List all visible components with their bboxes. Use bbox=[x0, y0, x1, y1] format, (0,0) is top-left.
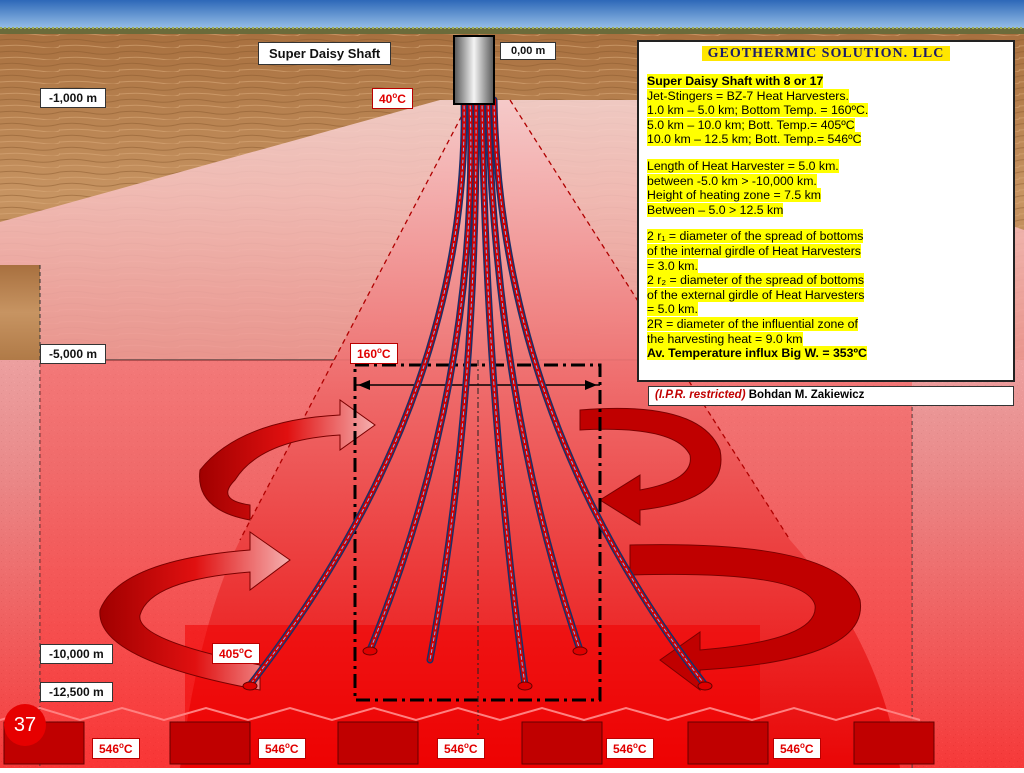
company-name: GEOTHERMIC SOLUTION. LLC bbox=[647, 46, 1005, 62]
info-line: 2 r₁ = diameter of the spread of bottoms bbox=[647, 229, 1005, 244]
temp-value: 405 bbox=[219, 647, 240, 661]
temp-unit: C bbox=[123, 742, 133, 756]
info-line: 5.0 km – 10.0 km; Bott. Temp.= 405ºC bbox=[647, 117, 1005, 133]
temp-unit: C bbox=[804, 742, 814, 756]
temp-unit: C bbox=[637, 742, 647, 756]
info-line: 1.0 km – 5.0 km; Bottom Temp. = 160ºC. bbox=[647, 103, 1005, 118]
info-line-text: of the internal girdle of Heat Harvester… bbox=[647, 243, 861, 258]
info-line-text: 5.0 km – 10.0 km; Bott. Temp.= 405ºC bbox=[647, 117, 855, 132]
info-line-text: of the external girdle of Heat Harvester… bbox=[647, 287, 865, 302]
depth-label-5000: -5,000 m bbox=[40, 344, 107, 364]
info-line-text: Height of heating zone = 7.5 km bbox=[647, 188, 821, 203]
info-line: = 3.0 km. bbox=[647, 258, 1005, 274]
info-paragraph-1: Super Daisy Shaft with 8 or 17 Jet-Sting… bbox=[647, 74, 1005, 147]
temp-value: 546 bbox=[613, 742, 634, 756]
ipr-notice: (I.P.R. restricted) bbox=[655, 389, 746, 401]
degree-sign: o bbox=[464, 741, 469, 750]
info-line: 2 r₂ = diameter of the spread of bottoms bbox=[647, 273, 1005, 288]
info-line: of the internal girdle of Heat Harvester… bbox=[647, 243, 1005, 259]
tube-ends bbox=[242, 646, 713, 691]
degree-sign: o bbox=[377, 346, 382, 355]
info-line-text: 2 r₁ = diameter of the spread of bottoms bbox=[647, 229, 864, 244]
info-line: Super Daisy Shaft with 8 or 17 bbox=[647, 74, 1005, 89]
info-line-text: = 5.0 km. bbox=[647, 302, 698, 317]
info-line: Height of heating zone = 7.5 km bbox=[647, 188, 1005, 203]
info-line: Jet-Stingers = BZ-7 Heat Harvesters. bbox=[647, 88, 1005, 104]
info-line-text: 2 r₂ = diameter of the spread of bottoms bbox=[647, 273, 865, 288]
credit-line: (I.P.R. restricted) Bohdan M. Zakiewicz bbox=[648, 386, 1014, 406]
temp-value: 40 bbox=[379, 92, 393, 106]
info-line: of the external girdle of Heat Harvester… bbox=[647, 287, 1005, 303]
temp-value: 546 bbox=[265, 742, 286, 756]
heat-wave-line bbox=[0, 706, 921, 722]
degree-sign: o bbox=[800, 741, 805, 750]
info-line-text: 2R = diameter of the influential zone of bbox=[647, 316, 858, 331]
info-line: Length of Heat Harvester = 5.0 km. bbox=[647, 158, 1005, 174]
company-name-text: GEOTHERMIC SOLUTION. LLC bbox=[701, 46, 951, 61]
depth-label-1000: -1,000 m bbox=[40, 88, 107, 108]
heat-cone bbox=[180, 100, 900, 768]
shaft-title: Super Daisy Shaft bbox=[258, 42, 392, 65]
info-paragraph-3: 2 r₁ = diameter of the spread of bottoms… bbox=[647, 229, 1005, 361]
temp-value: 160 bbox=[357, 347, 378, 361]
super-daisy-shaft bbox=[453, 35, 495, 105]
grass-fringe bbox=[0, 27, 1024, 34]
degree-sign: o bbox=[119, 741, 124, 750]
info-line-text: = 3.0 km. bbox=[647, 258, 698, 273]
temp-unit: C bbox=[381, 347, 391, 361]
info-line: Between – 5.0 > 12.5 km bbox=[647, 202, 1005, 218]
info-line: between -5.0 km > -10,000 km. bbox=[647, 173, 1005, 189]
temp-label-bottom-5: 546oC bbox=[773, 738, 821, 759]
info-line: 10.0 km – 12.5 km; Bott. Temp.= 546ºC bbox=[647, 132, 1005, 147]
degree-sign: o bbox=[633, 741, 638, 750]
author-name: Bohdan M. Zakiewicz bbox=[748, 389, 865, 401]
info-line-text: Jet-Stingers = BZ-7 Heat Harvesters. bbox=[647, 88, 849, 103]
diameter-arrow-right bbox=[585, 380, 597, 390]
degree-sign: o bbox=[392, 91, 398, 100]
temp-value: 546 bbox=[780, 742, 801, 756]
info-paragraph-2: Length of Heat Harvester = 5.0 km. betwe… bbox=[647, 158, 1005, 218]
cone-edge-right bbox=[509, 99, 791, 541]
info-line-text: Av. Temperature influx Big W. = 353ºC bbox=[647, 346, 867, 361]
info-line: Av. Temperature influx Big W. = 353ºC bbox=[647, 346, 1005, 361]
circulation-arrows bbox=[99, 399, 862, 691]
temp-label-bottom-2: 546oC bbox=[258, 738, 306, 759]
cone-edge-left bbox=[239, 99, 471, 541]
temp-label-bottom-3: 546oC bbox=[437, 738, 485, 759]
diameter-arrow-left bbox=[358, 380, 370, 390]
info-line-text: 1.0 km – 5.0 km; Bottom Temp. = 160ºC. bbox=[647, 103, 869, 118]
info-line-text: between -5.0 km > -10,000 km. bbox=[647, 173, 817, 188]
info-line-text: Length of Heat Harvester = 5.0 km. bbox=[647, 158, 839, 173]
temp-unit: C bbox=[468, 742, 478, 756]
info-box: GEOTHERMIC SOLUTION. LLC Super Daisy Sha… bbox=[637, 40, 1015, 382]
temp-unit: C bbox=[243, 647, 253, 661]
info-line: the harvesting heat = 9.0 km bbox=[647, 331, 1005, 347]
slide-number-badge: 37 bbox=[4, 704, 46, 746]
info-line-text: Between – 5.0 > 12.5 km bbox=[647, 202, 784, 217]
soil-notch bbox=[0, 265, 40, 360]
degree-sign: o bbox=[285, 741, 290, 750]
depth-label-12500: -12,500 m bbox=[40, 682, 113, 702]
temp-label-bottom-1: 546oC bbox=[92, 738, 140, 759]
info-line-text: 10.0 km – 12.5 km; Bott. Temp.= 546ºC bbox=[647, 132, 862, 147]
temp-value: 546 bbox=[99, 742, 120, 756]
info-line-text: Super Daisy Shaft with 8 or 17 bbox=[647, 74, 824, 88]
info-line-text: the harvesting heat = 9.0 km bbox=[647, 331, 803, 346]
depth-label-10000: -10,000 m bbox=[40, 644, 113, 664]
info-line: 2R = diameter of the influential zone of bbox=[647, 316, 1005, 332]
temp-label-405: 405oC bbox=[212, 643, 260, 664]
temp-label-bottom-4: 546oC bbox=[606, 738, 654, 759]
temp-unit: C bbox=[289, 742, 299, 756]
degree-sign: o bbox=[239, 646, 244, 655]
temp-value: 546 bbox=[444, 742, 465, 756]
heat-harvesters bbox=[246, 96, 709, 689]
info-line: = 5.0 km. bbox=[647, 302, 1005, 317]
surface-depth-label: 0,00 m bbox=[500, 42, 557, 60]
temp-label-40: 40oC bbox=[372, 88, 413, 109]
temp-label-160: 160oC bbox=[350, 343, 398, 364]
sky-band bbox=[0, 0, 1024, 30]
temp-unit: C bbox=[397, 92, 406, 106]
